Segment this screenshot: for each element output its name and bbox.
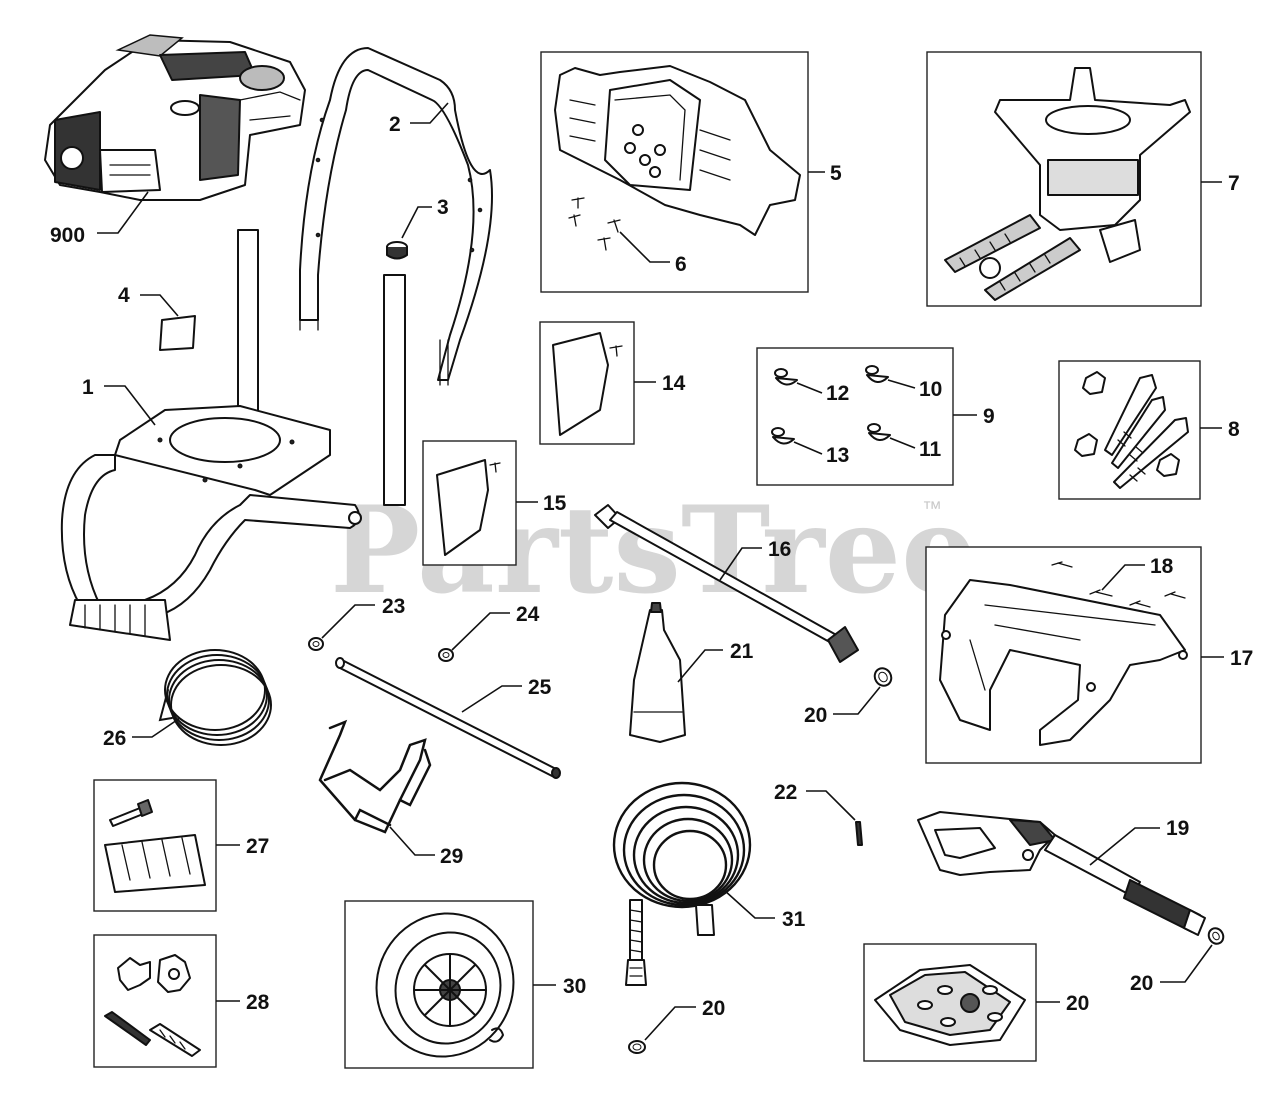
pin-illustration[interactable]: [855, 821, 863, 846]
axle-illustration[interactable]: [335, 657, 561, 779]
callout-12: 12: [826, 382, 849, 405]
oring-wand-illustration[interactable]: [872, 665, 895, 689]
screw-kit-illustration[interactable]: [771, 365, 891, 445]
callout-25: 25: [528, 676, 552, 699]
knob-kit-illustration[interactable]: [104, 954, 201, 1057]
foot-kit-illustration[interactable]: [104, 799, 206, 893]
callout-27: 27: [246, 835, 269, 858]
guard-illustration[interactable]: [939, 579, 1188, 746]
callout-23: 23: [382, 595, 405, 618]
callout-3: 3: [437, 196, 449, 219]
knob-kit-box: [93, 934, 217, 1068]
callout-13: 13: [826, 444, 849, 467]
callout-26: 26: [103, 727, 126, 750]
gun-illustration[interactable]: [917, 811, 1206, 936]
wand-illustration[interactable]: [594, 504, 859, 663]
hose-hook-illustration[interactable]: [318, 719, 432, 834]
callout-22: 22: [774, 781, 797, 804]
callout-8: 8: [1228, 418, 1240, 441]
callout-5: 5: [830, 162, 842, 185]
watermark-trademark: ™: [922, 498, 942, 520]
callout-28: 28: [246, 991, 270, 1014]
callout-16: 16: [768, 538, 791, 561]
handle-illustration[interactable]: [299, 47, 493, 386]
callout-7: 7: [1228, 172, 1240, 195]
wheel-illustration[interactable]: [356, 894, 533, 1076]
callout-24: 24: [516, 603, 540, 626]
washer-23-illustration[interactable]: [308, 637, 324, 651]
callout-20-gun: 20: [1130, 972, 1153, 995]
callout-30: 30: [563, 975, 586, 998]
callout-11: 11: [919, 438, 942, 461]
engine-illustration[interactable]: [44, 34, 306, 201]
callout-6: 6: [675, 253, 687, 276]
nozzle-plate-illustration[interactable]: [874, 964, 1026, 1046]
callout-20-wand: 20: [804, 704, 827, 727]
callout-4: 4: [118, 284, 130, 307]
tube-illustration[interactable]: [158, 649, 272, 746]
panel-14-illustration[interactable]: [552, 332, 623, 436]
oring-gun-illustration[interactable]: [1206, 926, 1226, 947]
callout-14: 14: [662, 372, 686, 395]
callout-900: 900: [50, 224, 85, 247]
oring-hose-illustration[interactable]: [628, 1040, 646, 1054]
callout-20-hose: 20: [702, 997, 725, 1020]
hose-illustration[interactable]: [612, 781, 752, 986]
frame-illustration[interactable]: [60, 229, 406, 641]
console-screws-illustration[interactable]: [568, 197, 621, 251]
callout-1: 1: [82, 376, 94, 399]
bolt-kit-illustration[interactable]: [1074, 371, 1189, 489]
callout-21: 21: [730, 640, 754, 663]
cap-illustration[interactable]: [386, 241, 408, 260]
decal-illustration[interactable]: [159, 315, 196, 351]
panel-15-illustration[interactable]: [436, 459, 501, 556]
callout-2: 2: [389, 113, 401, 136]
callout-10: 10: [919, 378, 942, 401]
callout-19: 19: [1166, 817, 1189, 840]
callout-17: 17: [1230, 647, 1253, 670]
washer-24-illustration[interactable]: [438, 648, 454, 662]
callout-18: 18: [1150, 555, 1174, 578]
callout-15: 15: [543, 492, 567, 515]
guard-screws-illustration[interactable]: [1051, 561, 1186, 608]
soap-nozzle-illustration[interactable]: [629, 602, 686, 743]
callout-29: 29: [440, 845, 463, 868]
callout-9: 9: [983, 405, 995, 428]
pump-illustration[interactable]: [944, 67, 1191, 301]
callout-31: 31: [782, 908, 806, 931]
callout-20-plate: 20: [1066, 992, 1089, 1015]
screw-kit-box: [756, 347, 954, 486]
console-illustration[interactable]: [554, 65, 801, 236]
